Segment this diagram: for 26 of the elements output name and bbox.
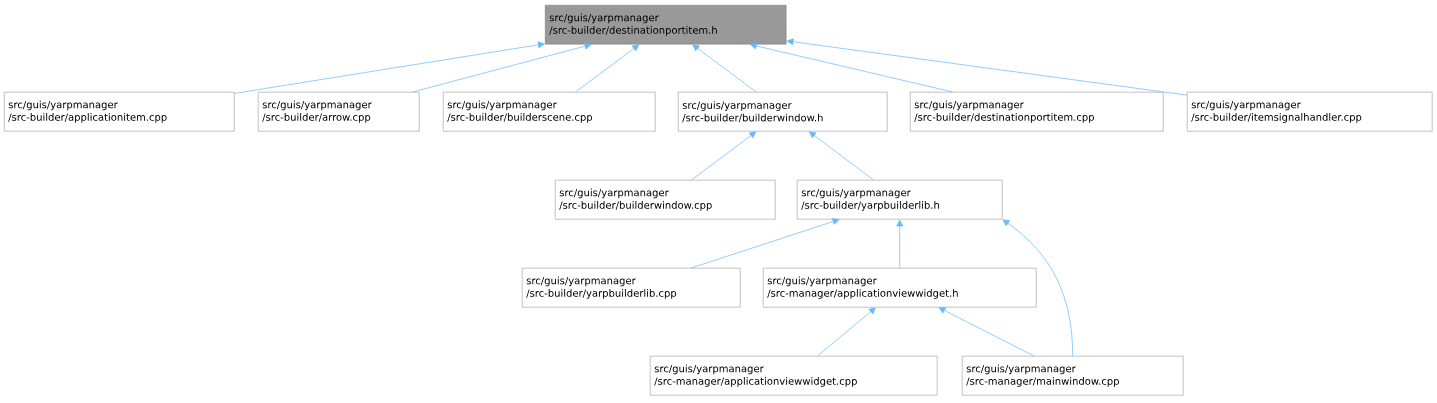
file-box: src/guis/yarpmanager /src-builder/yarpbuilderlib.cpp <box>522 268 741 308</box>
file-box: src/guis/yarpmanager /src-builder/itemsignalhandler.cpp <box>1187 92 1433 132</box>
file-box: src/guis/yarpmanager /src-builder/builderwindow.cpp <box>555 180 776 220</box>
arrow <box>809 131 874 181</box>
arrow <box>817 307 876 357</box>
file-box: src/guis/yarpmanager /src-builder/destinationportitem.h <box>545 5 787 45</box>
arrow <box>691 131 757 181</box>
file-box: src/guis/yarpmanager /src-manager/applicationviewwidget.h <box>763 268 1037 308</box>
arrow <box>1002 219 1074 357</box>
arrow <box>896 219 904 269</box>
arrow <box>690 218 840 269</box>
arrow <box>234 41 545 94</box>
arrow <box>412 42 592 93</box>
file-box: src/guis/yarpmanager /src-builder/builderscene.cpp <box>443 92 656 132</box>
arrow <box>938 307 1035 357</box>
file-box: src/guis/yarpmanager /src-builder/applicationitem.cpp <box>4 92 235 132</box>
file-box: src/guis/yarpmanager /src-builder/destinationportitem.cpp <box>910 92 1164 132</box>
file-box: src/guis/yarpmanager /src-manager/applicationviewwidget.cpp <box>650 356 938 396</box>
arrow <box>786 38 1188 96</box>
file-box: src/guis/yarpmanager /src-builder/arrow.cpp <box>258 92 420 132</box>
file-box: src/guis/yarpmanager /src-builder/yarpbuilderlib.h <box>797 180 1003 220</box>
arrow <box>575 44 640 93</box>
file-box: src/guis/yarpmanager /src-builder/builderwindow.h <box>678 92 888 132</box>
arrow <box>692 44 757 93</box>
arrow <box>750 42 954 93</box>
file-box: src/guis/yarpmanager /src-manager/mainwindow.cpp <box>962 356 1184 396</box>
